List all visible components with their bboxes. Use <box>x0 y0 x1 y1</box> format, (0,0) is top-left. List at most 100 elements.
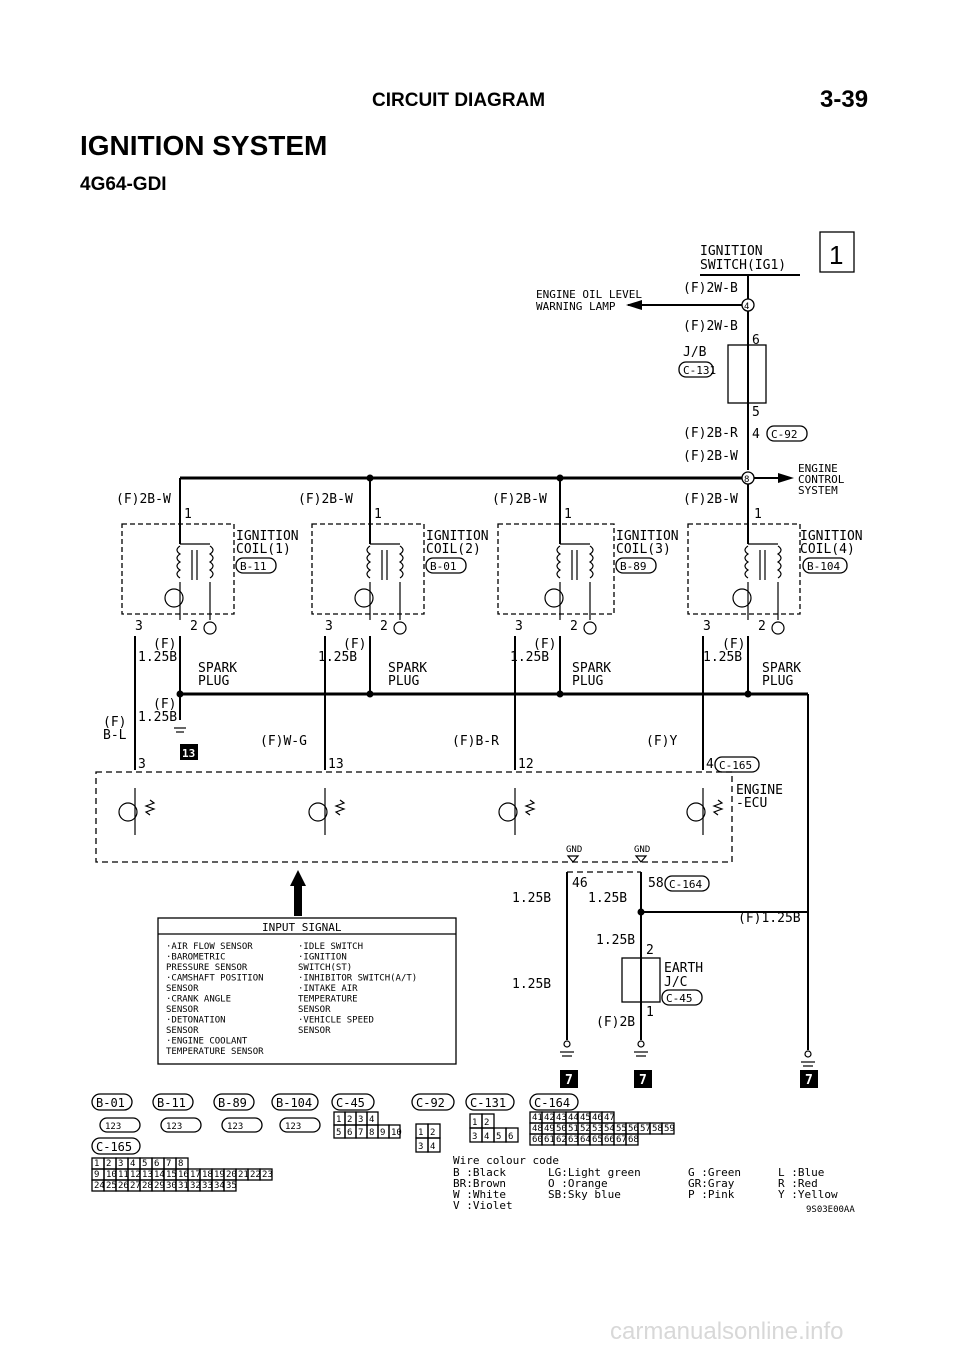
ecu-box <box>95 771 733 863</box>
pin-number: 60 <box>532 1135 543 1145</box>
warning-lamp-arrow <box>626 300 642 310</box>
pin-number: 19 <box>214 1170 225 1180</box>
pin-number: 28 <box>142 1181 153 1191</box>
ecu-resistor-2 <box>334 799 346 816</box>
input-signal-left-item: ·ENGINE COOLANT <box>166 1037 248 1047</box>
conn-b11: B-11 <box>157 1096 186 1110</box>
input-signal-arrow <box>290 870 306 916</box>
coil-face-4 <box>279 1117 321 1133</box>
pin-number: 1 <box>94 1159 99 1169</box>
coil4-125b: 1.25B <box>703 650 742 665</box>
conn-b01: B-01 <box>96 1096 125 1110</box>
wire-colour-entry: V :Violet <box>453 1199 513 1212</box>
input-signal-left-item: SENSOR <box>166 1026 199 1036</box>
ecu-driver-2 <box>308 788 346 835</box>
coil3-125b: 1.25B <box>510 650 549 665</box>
coil1-secondary <box>208 545 214 579</box>
pin-number: 49 <box>544 1124 555 1134</box>
pin-number: 14 <box>154 1170 165 1180</box>
c131-tag <box>678 361 714 378</box>
coil2-primary <box>366 545 372 579</box>
left-ground-f: (F) <box>153 697 176 712</box>
pin-cell <box>505 1127 519 1143</box>
pin-number: 3 <box>358 1115 363 1125</box>
coil3-plug-symbol <box>583 621 597 635</box>
ecs-label-3: SYSTEM <box>798 484 838 497</box>
ecu-resistor-4 <box>712 799 724 816</box>
coil4-plug-2: PLUG <box>762 674 793 689</box>
wire-colour-entry: O :Orange <box>548 1177 608 1190</box>
input-signal-right-list: ·IDLE SWITCH·IGNITIONSWITCH(ST)·INHIBITO… <box>298 942 417 1036</box>
pin-number: 34 <box>214 1181 225 1191</box>
coil-face-2-pins: 123 <box>166 1122 182 1132</box>
c131-tag-text: C-131 <box>683 364 716 377</box>
ground-1-ring <box>563 1040 571 1048</box>
coil1-conn: B-11 <box>240 560 267 573</box>
wire-125b-46: 1.25B <box>512 891 551 906</box>
page-subtitle: 4G64-GDI <box>80 174 167 195</box>
pin-number: 29 <box>154 1181 165 1191</box>
ignition-coil-4: 1 3 2 IGNITION COIL(4) B-104 SPARK PLUG … <box>687 507 863 689</box>
pin-number: 10 <box>391 1128 402 1138</box>
wire-colour-entry: P :Pink <box>688 1188 735 1201</box>
input-signal-left-item: ·AIR FLOW SENSOR <box>166 942 253 952</box>
ground-symbol-2 <box>634 1040 648 1057</box>
input-signal-left-item: ·CAMSHAFT POSITION <box>166 974 264 984</box>
coil3-secondary <box>588 545 594 579</box>
coil2-conn: B-01 <box>430 560 457 573</box>
pin-number: 5 <box>496 1132 501 1142</box>
ecu-transistor-3 <box>498 802 518 822</box>
pin-number: 8 <box>178 1159 183 1169</box>
conn-b104-tag <box>271 1093 319 1111</box>
coil1-box <box>121 523 235 615</box>
page-number: 3-39 <box>820 86 869 113</box>
coil4-f: (F) <box>722 637 745 652</box>
pin-number: 5 <box>142 1159 147 1169</box>
figure-code: 9S03E00AA <box>806 1205 855 1215</box>
wire-y: (F)Y <box>646 734 677 749</box>
conn-c164-tag <box>529 1093 579 1111</box>
page-ref-number: 1 <box>829 240 843 270</box>
wire-colour-entry: B :Black <box>453 1166 506 1179</box>
coil2-pin-1: 1 <box>374 507 382 522</box>
earth-c45-tag <box>661 989 703 1006</box>
coil3-conn: B-89 <box>620 560 647 573</box>
coil2-plug-1: SPARK <box>388 661 427 676</box>
pin-number: 6 <box>508 1132 513 1142</box>
conn-c131: C-131 <box>470 1096 506 1110</box>
pin-number: 42 <box>544 1113 555 1123</box>
coil-face-1-pins: 123 <box>105 1122 121 1132</box>
ecu-pin-12: 12 <box>518 757 534 772</box>
ecu-resistor-1 <box>144 799 156 816</box>
coil4-pin-3: 3 <box>703 619 711 634</box>
jb-box <box>727 344 767 404</box>
pin-number: 59 <box>664 1124 675 1134</box>
ignition-coil-1: 1 3 2 IGNITION COIL(1) B-11 SPARK PLUG (… <box>121 507 299 689</box>
gnd-1-symbol <box>566 855 580 863</box>
coil1-wire-label: (F)2B-W <box>116 492 171 507</box>
coil1-name-1: IGNITION <box>236 529 299 544</box>
ecu-pin-4: 4 <box>706 757 714 772</box>
input-signal-left-item: PRESSURE SENSOR <box>166 963 248 973</box>
ecu-c165-tag <box>714 756 760 773</box>
input-signal-right-item: SENSOR <box>298 1026 331 1036</box>
coil4-transistor <box>732 588 752 608</box>
input-signal-right-item: ·VEHICLE SPEED <box>298 1016 374 1026</box>
pin-number: 2 <box>484 1118 489 1128</box>
ground-ref-3: 7 <box>805 1073 813 1088</box>
ground-ref-badge-13 <box>180 744 198 760</box>
wire-colour-title: Wire colour code <box>453 1154 559 1167</box>
coil-connector-faces: 123 123 123 123 <box>99 1117 321 1133</box>
pin-number: 43 <box>556 1113 567 1123</box>
coil2-pin-3: 3 <box>325 619 333 634</box>
ecu-driver-4 <box>686 788 724 835</box>
coil1-plug-2: PLUG <box>198 674 229 689</box>
pin-number: 7 <box>166 1159 171 1169</box>
wire-colour-entry: L :Blue <box>778 1166 824 1179</box>
pin-number: 47 <box>604 1113 615 1123</box>
pin-number: 23 <box>262 1170 273 1180</box>
pin-number: 7 <box>358 1128 363 1138</box>
wire-125b-left-low: 1.25B <box>512 977 551 992</box>
coil-face-2 <box>160 1117 202 1133</box>
